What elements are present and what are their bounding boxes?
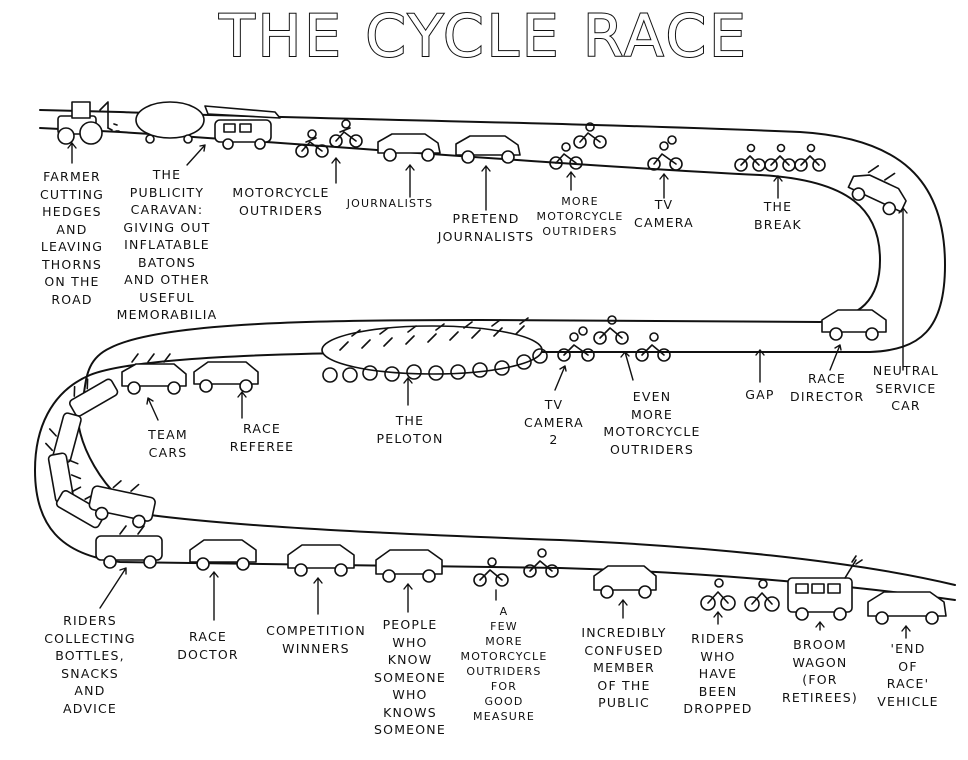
- caravan-balloon-icon: [135, 101, 205, 144]
- label-competition-winners: COMPETITION WINNERS: [266, 623, 366, 656]
- label-few-more-outriders: A FEW MORE MOTORCYCLE OUTRIDERS FOR GOOD…: [460, 605, 548, 723]
- label-more-outriders: MORE MOTORCYCLE OUTRIDERS: [536, 195, 624, 238]
- motorcycle-icon: [593, 315, 629, 345]
- label-riders-dropped: RIDERS WHO HAVE BEEN DROPPED: [683, 631, 753, 716]
- car-icon: [455, 135, 521, 164]
- caravan-baton-van-icon: [204, 105, 281, 150]
- label-motorcycle-outriders: MOTORCYCLE OUTRIDERS: [232, 185, 330, 218]
- peloton-cluster-icon: [321, 317, 548, 383]
- car-icon: [593, 565, 657, 599]
- label-the-peloton: THE PELOTON: [376, 413, 444, 446]
- label-race-referee: RACE REFEREE: [229, 421, 295, 454]
- car-icon: [375, 549, 443, 583]
- label-end-of-race-vehicle: 'END OF RACE' VEHICLE: [877, 641, 939, 709]
- car-icon: [287, 544, 355, 577]
- car-icon: [377, 133, 441, 162]
- diagram-title: THE CYCLE RACE: [218, 1, 749, 71]
- team-car-icon: [45, 412, 82, 464]
- car-icon: [193, 361, 259, 393]
- motorcycle-icon: [295, 129, 329, 158]
- bicycle-rider-icon: [734, 143, 766, 172]
- service-car-icon: [847, 165, 907, 216]
- bicycle-rider-icon: [700, 578, 736, 611]
- tv-camera-motorcycle-icon: [557, 326, 595, 362]
- road-inner-edge: [39, 127, 956, 586]
- label-publicity-caravan: THE PUBLICITY CARAVAN: GIVING OUT INFLAT…: [116, 167, 218, 322]
- team-car-icon: [95, 525, 163, 569]
- label-race-doctor: RACE DOCTOR: [177, 629, 239, 662]
- label-gap: GAP: [745, 387, 775, 402]
- label-people-who-know: PEOPLE WHO KNOW SOMEONE WHO KNOWS SOMEON…: [374, 617, 446, 737]
- label-confused-public: INCREDIBLY CONFUSED MEMBER OF THE PUBLIC: [581, 625, 667, 710]
- bicycle-rider-icon: [744, 579, 780, 612]
- tv-camera-motorcycle-icon: [647, 135, 683, 171]
- team-car-icon: [88, 480, 156, 529]
- broom-wagon-icon: [787, 555, 863, 621]
- label-team-cars: TEAM CARS: [148, 427, 188, 460]
- motorcycle-icon: [573, 122, 607, 149]
- label-broom-wagon: BROOM WAGON (FOR RETIREES): [782, 637, 858, 705]
- motorcycle-icon: [523, 548, 559, 578]
- label-neutral-service-car: NEUTRAL SERVICE CAR: [872, 363, 940, 413]
- motorcycle-icon: [473, 557, 509, 587]
- bicycle-rider-icon: [764, 143, 796, 172]
- label-farmer: FARMER CUTTING HEDGES AND LEAVING THORNS…: [39, 169, 105, 307]
- car-icon: [821, 309, 887, 341]
- label-tv-camera: TV CAMERA: [634, 197, 694, 230]
- motorcycle-icon: [329, 119, 363, 148]
- label-journalists: JOURNALISTS: [346, 197, 434, 210]
- end-of-race-car-icon: [867, 591, 947, 625]
- label-tv-camera-2: TV CAMERA 2: [524, 397, 584, 447]
- motorcycle-icon: [549, 142, 583, 170]
- label-race-director: RACE DIRECTOR: [790, 371, 865, 404]
- label-even-more-outriders: EVEN MORE MOTORCYCLE OUTRIDERS: [603, 389, 701, 457]
- label-the-break: THE BREAK: [754, 199, 802, 232]
- label-riders-collecting: RIDERS COLLECTING BOTTLES, SNACKS AND AD…: [44, 613, 136, 716]
- team-car-icon: [69, 378, 119, 417]
- team-car-icon: [121, 353, 187, 395]
- car-icon: [189, 539, 257, 571]
- bicycle-rider-icon: [794, 143, 826, 172]
- tractor-icon: [57, 101, 120, 145]
- motorcycle-icon: [635, 332, 671, 362]
- label-pretend-journalists: PRETEND JOURNALISTS: [437, 211, 535, 244]
- pointer-arrows: [67, 142, 911, 639]
- team-car-icon: [47, 452, 82, 504]
